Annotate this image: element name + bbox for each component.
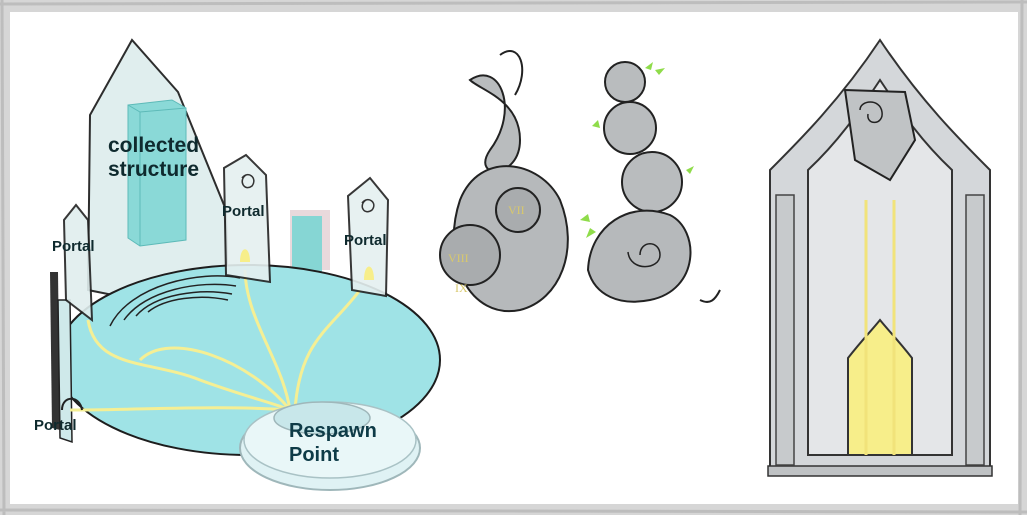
portal-crest xyxy=(843,88,917,182)
statue-twisted-clock: VII VIII IX xyxy=(439,50,569,313)
central-dais xyxy=(109,275,241,327)
respawn-label-line2: Point xyxy=(289,444,339,466)
portal-pane-left xyxy=(62,203,94,323)
respawn-label-line1: Respawn xyxy=(289,420,377,442)
statue-snail-stack xyxy=(580,61,721,303)
portal-label-top-center: Portal xyxy=(222,203,265,220)
numeral-a: VII xyxy=(508,203,525,217)
collected-structure-label-line1: collected xyxy=(108,134,200,157)
collected-structure-block xyxy=(127,99,187,247)
portal-pane-bottom-left xyxy=(61,397,83,411)
portal-glow-door xyxy=(847,318,913,456)
numeral-b: VIII xyxy=(448,251,469,265)
portal-pane-right xyxy=(346,176,390,298)
portal-label-left: Portal xyxy=(52,238,95,255)
glowing-paths xyxy=(69,269,362,412)
portal-label-bottom-left: Portal xyxy=(34,417,77,434)
respawn-platform xyxy=(239,401,421,491)
hub-level-diagram xyxy=(50,38,441,491)
collected-structure-label-line2: structure xyxy=(108,158,200,181)
small-block-teal xyxy=(292,216,322,272)
gothic-portal xyxy=(767,38,993,477)
numeral-c: IX xyxy=(455,281,468,295)
portal-label-right: Portal xyxy=(344,232,387,249)
snail-leaves xyxy=(580,62,694,238)
portal-pane-center xyxy=(222,153,272,284)
